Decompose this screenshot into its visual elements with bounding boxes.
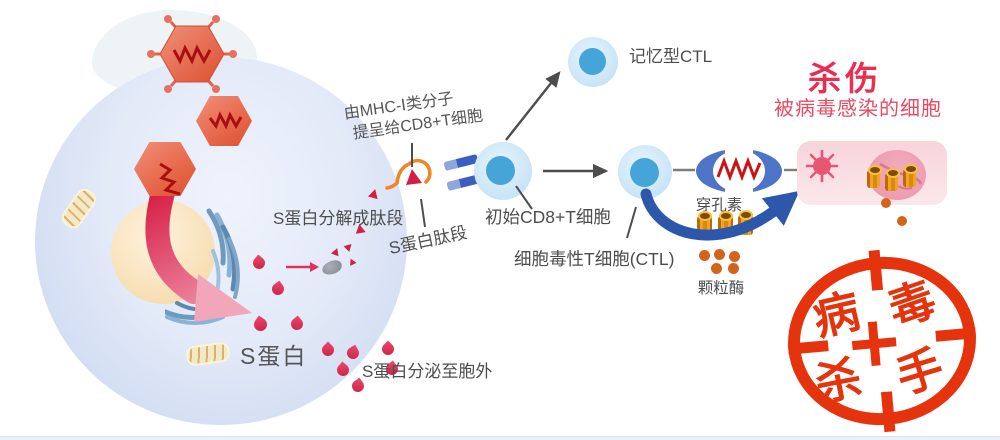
label-naive-cd8: 初始CD8+T细胞 (485, 207, 611, 227)
perforin-pore-icon (903, 164, 918, 187)
label-ctl: 细胞毒性T细胞(CTL) (514, 249, 675, 269)
ctl-nucleus (630, 158, 659, 187)
virus-icon (147, 15, 237, 93)
label-memory-ctl: 记忆型CTL (629, 47, 713, 66)
perforin-pore-icon (885, 168, 900, 191)
bottom-bar (0, 436, 1000, 440)
kill-subtitle: 被病毒感染的细胞 (774, 98, 942, 120)
memory-differentiation-arrow (505, 71, 561, 141)
label-s-protein: S蛋白 (240, 343, 308, 369)
granzyme-dot (729, 251, 740, 262)
granzyme-dot (714, 249, 725, 260)
presented-peptide (406, 169, 422, 185)
label-perforin: 穿孔素 (695, 197, 743, 214)
granzyme-dot (728, 263, 739, 274)
memory-ctl-nucleus (579, 48, 606, 75)
label-granzyme: 颗粒酶 (697, 280, 745, 297)
stamp-crosshair-icon (787, 249, 977, 433)
mhc-molecule-icon (385, 158, 432, 190)
perforin-pore-icon (867, 165, 882, 188)
virion-rna-icon (208, 111, 243, 130)
kill-title: 杀伤 (808, 60, 882, 97)
perforin-icon (696, 148, 782, 196)
target-panel (797, 141, 947, 226)
secretion-arrow (640, 188, 800, 241)
s-protein-synthesis-arrow (145, 178, 252, 322)
stamp-char: 病 (808, 284, 865, 346)
ctl-label-line (626, 206, 637, 239)
granzyme-dot (711, 263, 722, 274)
virus-killer-stamp: 病 毒 杀 手 (778, 240, 985, 440)
granzyme-dot (897, 216, 907, 226)
granzyme-dot (881, 198, 891, 208)
stamp-char: 杀 (810, 351, 866, 411)
memory-ctl-cell (568, 37, 618, 87)
label-s-secreted: S蛋白分泌至胞外 (362, 362, 493, 381)
naive-cd8-nucleus (486, 156, 515, 185)
peptide-label-line (420, 198, 426, 228)
naive-cd8-cell (474, 142, 532, 200)
naive-label-line (515, 185, 533, 210)
ctl-cell (618, 145, 672, 199)
cleave-arrow-icon (286, 262, 319, 272)
virus-icon-small (805, 149, 839, 183)
label-s-cleaved: S蛋白分解成肽段 (273, 209, 404, 228)
uncoating-rna-icon (159, 162, 181, 196)
granzyme-dot (699, 250, 710, 261)
